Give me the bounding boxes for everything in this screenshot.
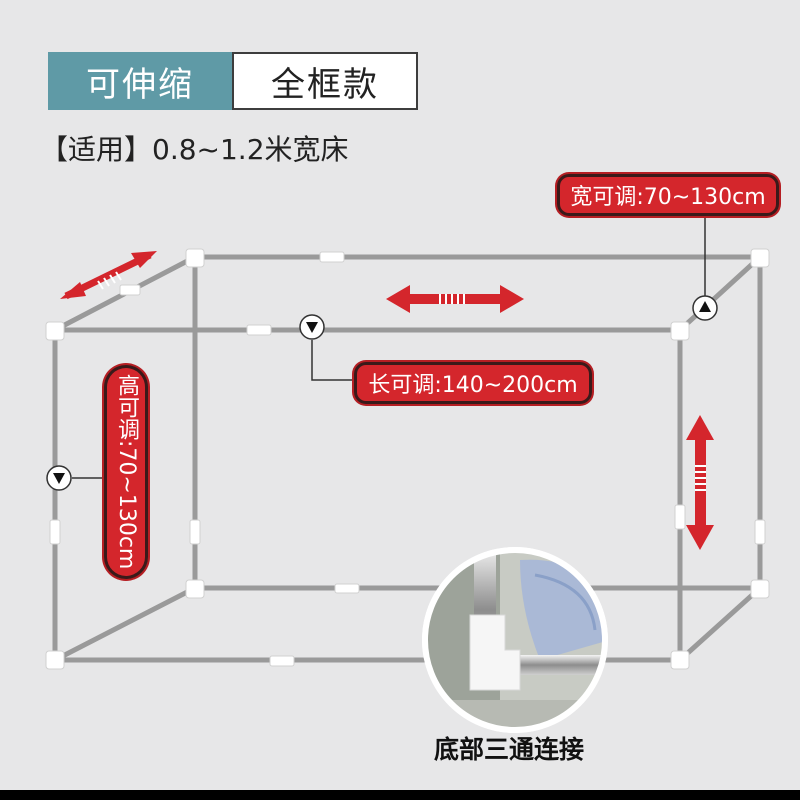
inset-caption: 底部三通连接: [434, 735, 585, 764]
length-adjust-callout: 长可调:140~200cm: [354, 362, 592, 404]
joint-detail-inset: [422, 547, 608, 733]
frame-connectors: [45, 248, 770, 670]
callout-leaders: [72, 210, 706, 479]
style-tag: 可伸缩 全框款: [48, 52, 418, 110]
full-frame-label: 全框款: [232, 52, 418, 110]
marker-height: [46, 465, 72, 491]
height-adjust-callout: 高可调:70~130cm: [104, 365, 148, 579]
marker-width: [692, 295, 718, 321]
retractable-label: 可伸缩: [48, 52, 232, 110]
length-arrow: [386, 285, 524, 313]
width-arrow: [60, 251, 157, 300]
frame-tubes: [52, 254, 763, 663]
bottom-border: [0, 790, 800, 800]
height-arrow: [686, 415, 714, 550]
width-adjust-callout: 宽可调:70~130cm: [557, 174, 779, 216]
applicable-bed-size: 【适用】0.8~1.2米宽床: [40, 133, 349, 166]
marker-length: [299, 314, 325, 340]
